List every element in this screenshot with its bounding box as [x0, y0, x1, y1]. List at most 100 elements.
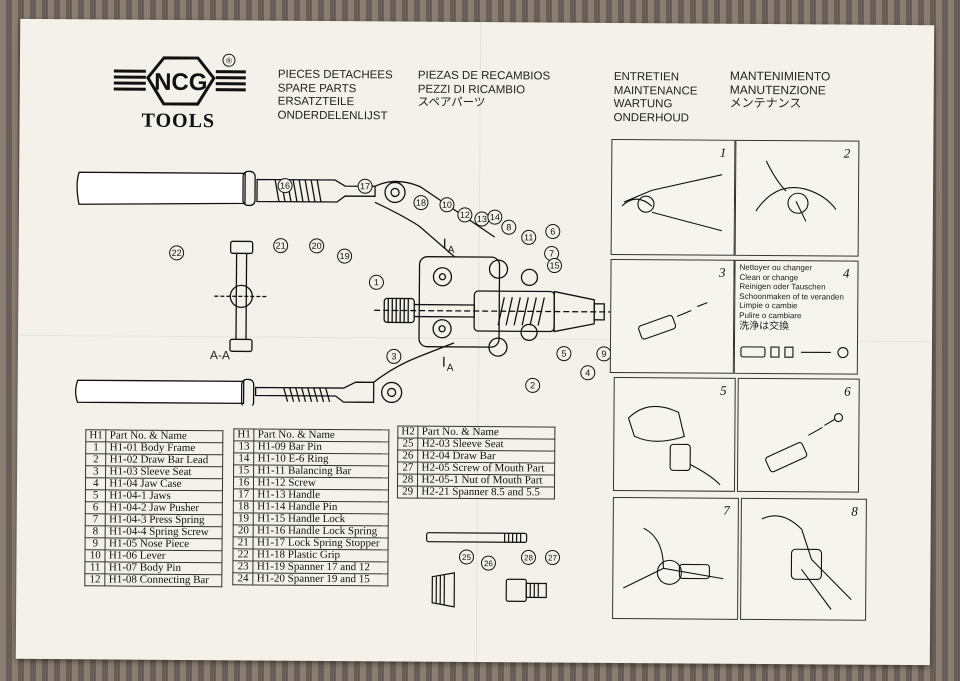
- callout-15: 15: [549, 261, 559, 271]
- step-illustration: [638, 302, 708, 340]
- part-number: 3: [85, 465, 107, 478]
- table-header: H1: [85, 429, 107, 442]
- callout-circle: [525, 377, 541, 393]
- part-number: 17: [233, 488, 254, 501]
- callout-19: 19: [340, 251, 350, 261]
- step-illustration: [621, 174, 723, 232]
- part-number: 12: [84, 573, 106, 586]
- callout-26: 26: [484, 559, 494, 568]
- step-illustration: [623, 527, 724, 589]
- callout-circle: [439, 197, 455, 213]
- callout-13: 13: [477, 214, 487, 224]
- part-number: 6: [85, 501, 106, 514]
- step-panel-3: 3: [609, 258, 735, 374]
- callout-circle: [547, 258, 563, 274]
- part-number: 29: [397, 485, 418, 499]
- part-name: H1-20 Spanner 19 and 15: [253, 572, 389, 586]
- part-number: 11: [84, 561, 106, 574]
- callout-22: 22: [172, 248, 182, 258]
- callout-2: 2: [530, 380, 535, 390]
- callout-11: 11: [524, 232, 533, 242]
- callout-circle: [309, 238, 325, 254]
- callout-12: 12: [460, 210, 470, 220]
- part-number: 27: [397, 461, 419, 475]
- part-number: 2: [85, 453, 107, 466]
- part-number: 22: [232, 548, 254, 561]
- part-number: 18: [233, 500, 254, 513]
- callout-7: 7: [549, 249, 554, 259]
- step-illustration: [765, 412, 844, 473]
- callout-5: 5: [561, 349, 566, 359]
- part-number: 21: [233, 536, 254, 549]
- callout-10: 10: [442, 200, 452, 210]
- accessory-parts-drawing: 25 26 28 27: [426, 532, 560, 608]
- part-number: 14: [233, 452, 255, 465]
- callout-circle: [277, 178, 293, 194]
- ncg-logo: NCG ® TOOLS: [111, 51, 252, 136]
- callout-25: 25: [462, 553, 472, 562]
- callout-27: 27: [548, 554, 558, 563]
- part-number: 20: [233, 524, 254, 537]
- callout-9: 9: [601, 349, 606, 359]
- callout-6: 6: [550, 227, 555, 237]
- table-header: H1: [233, 428, 255, 441]
- callout-circle: [368, 274, 384, 290]
- callout-circle: [169, 245, 185, 261]
- callout-circle: [521, 229, 537, 245]
- part-number: 8: [85, 525, 106, 538]
- callout-28: 28: [524, 553, 534, 562]
- step-panel-7: 7: [612, 496, 739, 620]
- callout-circle: [501, 219, 517, 235]
- callout-circle: [545, 224, 561, 240]
- part-number: 1: [85, 441, 107, 454]
- callout-21: 21: [276, 241, 286, 251]
- section-mark-a: A: [447, 363, 454, 374]
- callout-circle: [580, 365, 596, 381]
- callout-3: 3: [391, 351, 396, 361]
- callout-circle: [337, 248, 353, 264]
- step-illustration: [755, 160, 837, 222]
- part-number: 5: [85, 489, 106, 502]
- part-number: 4: [85, 477, 106, 490]
- part-number: 7: [85, 513, 106, 526]
- callout-circle: [457, 207, 473, 223]
- part-number: 19: [233, 512, 254, 525]
- callout-circle: [386, 348, 402, 364]
- part-number: 15: [233, 464, 255, 477]
- callout-17: 17: [360, 181, 370, 191]
- registered-mark: ®: [226, 56, 232, 65]
- callout-14: 14: [490, 212, 500, 222]
- part-number: 10: [84, 549, 106, 562]
- step-panel-5: 5: [612, 376, 736, 492]
- part-number: 25: [397, 437, 419, 451]
- callout-circle: [556, 346, 572, 362]
- callout-circle: [273, 238, 289, 254]
- part-name: H1-08 Connecting Bar: [105, 573, 223, 587]
- table-header: H2: [397, 425, 419, 439]
- callout-circle: [487, 209, 503, 225]
- step-panel-6: 6: [736, 377, 860, 493]
- part-number: 24: [232, 572, 254, 585]
- step-illustration: [740, 346, 849, 359]
- part-number: 26: [397, 449, 419, 463]
- logo-wordmark: NCG: [154, 69, 208, 96]
- part-number: 23: [232, 560, 254, 573]
- part-number: 16: [233, 476, 255, 489]
- section-label: A-A: [209, 348, 230, 363]
- logo-subtitle: TOOLS: [141, 109, 216, 133]
- callout-4: 4: [585, 368, 590, 378]
- step-illustration: [627, 406, 721, 486]
- step-panel-1: 1: [610, 138, 736, 256]
